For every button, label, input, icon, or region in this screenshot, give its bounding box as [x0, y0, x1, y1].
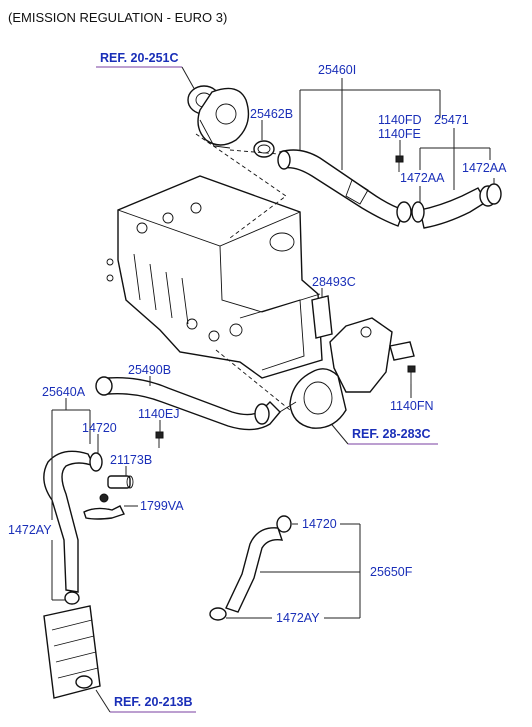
oil-cooler: [43, 605, 101, 699]
label-1472AY-left: 1472AY: [8, 523, 52, 537]
label-21173B: 21173B: [110, 453, 152, 467]
left-hose: [43, 450, 96, 593]
gasket-28493C: [311, 295, 333, 339]
ref-bottom-text[interactable]: REF. 20-213B: [114, 695, 193, 709]
leader-lines: [51, 78, 495, 619]
label-25490B: 25490B: [128, 363, 171, 377]
label-1140FE: 1140FE: [378, 127, 421, 141]
clamp-1472AY-lower-left: [64, 591, 80, 605]
engine-dash-link-mid: [215, 349, 291, 411]
engine-block: [106, 175, 323, 379]
intake-hose: [277, 149, 405, 227]
label-25640A: 25640A: [42, 385, 86, 399]
fitting-21173B: [107, 475, 134, 489]
ref-top-text[interactable]: REF. 20-251C: [100, 51, 179, 65]
label-1140EJ: 1140EJ: [138, 407, 179, 421]
turbocharger: [187, 85, 250, 149]
ref-bottom-leader: [95, 689, 111, 713]
label-1140FD: 1140FD: [378, 113, 422, 127]
engine-dash-link-top: [195, 133, 287, 239]
bolt-1140FD: [395, 155, 404, 172]
label-14720-upper: 14720: [82, 421, 117, 435]
ref-top-leader: [181, 66, 197, 93]
label-14720-lower: 14720: [302, 517, 337, 531]
clamp-14720-upper: [89, 452, 103, 472]
water-pipe: [95, 376, 281, 431]
clamp-14720-lower: [276, 515, 292, 533]
ref-right-text[interactable]: REF. 28-283C: [352, 427, 431, 441]
label-25471: 25471: [434, 113, 469, 127]
diagram-header: (EMISSION REGULATION - EURO 3): [8, 10, 227, 25]
label-1799VA: 1799VA: [140, 499, 184, 513]
label-1472AA-left: 1472AA: [400, 171, 445, 185]
label-1140FN: 1140FN: [390, 399, 434, 413]
ref-label-top[interactable]: REF. 20-251C: [96, 51, 197, 93]
label-25650F: 25650F: [370, 565, 413, 579]
label-25462B: 25462B: [250, 107, 293, 121]
lower-hose: [225, 527, 284, 613]
label-1472AA-right: 1472AA: [462, 161, 507, 175]
hose-clamps-top: [396, 183, 502, 223]
label-25460I: 25460I: [318, 63, 356, 77]
tube-1799VA: [83, 493, 125, 520]
intake-pipe: [419, 185, 497, 229]
ref-label-bottom[interactable]: REF. 20-213B: [95, 689, 196, 713]
thermostat-housing: [269, 317, 415, 429]
label-1472AY-right: 1472AY: [276, 611, 320, 625]
bolt-1140EJ: [155, 431, 164, 448]
label-28493C: 28493C: [312, 275, 356, 289]
bolt-1140FN: [407, 365, 416, 384]
clamp-1472AY-lower-right: [209, 607, 227, 621]
gasket-ring: [253, 140, 275, 158]
ref-label-right[interactable]: REF. 28-283C: [327, 419, 438, 445]
